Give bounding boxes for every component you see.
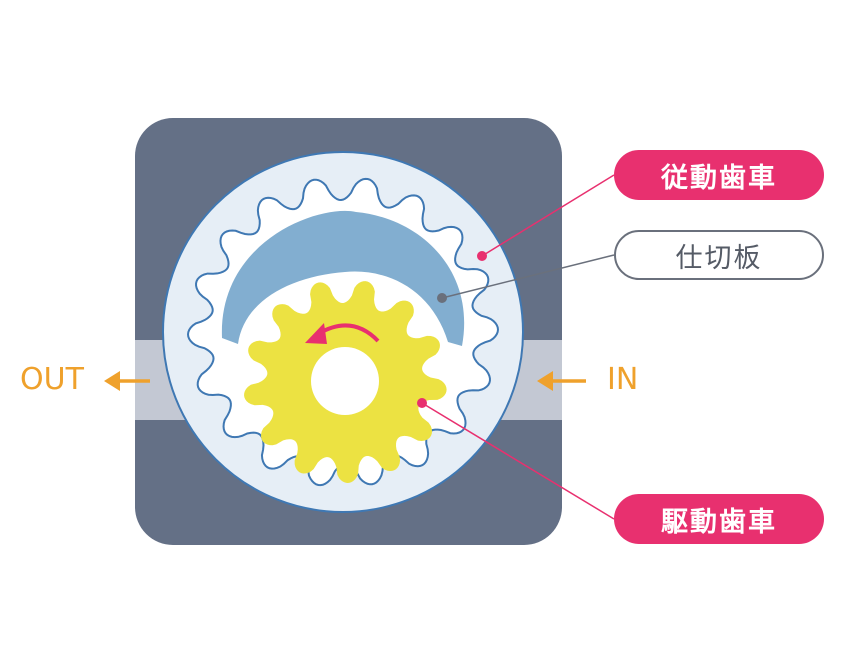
driven-gear-marker-dot [477,251,487,261]
driven-gear-callout: 従動歯車 [614,150,824,200]
out-arrow [104,371,150,391]
drive-gear-shaft-hole [311,347,379,415]
drive-gear-marker-dot [417,398,427,408]
partition-plate-callout: 仕切板 [614,230,824,280]
in-arrow [537,371,586,391]
out-label: OUT [20,362,84,397]
rotation-arrow-head [305,323,327,344]
partition-crescent [221,210,465,346]
in-label: IN [607,362,639,397]
drive-gear-callout: 駆動歯車 [614,494,824,544]
drive-gear-leader-line [421,402,615,520]
partition-leader-line [441,254,615,299]
partition-marker-dot [437,293,447,303]
driven-gear-leader-line [481,174,615,257]
